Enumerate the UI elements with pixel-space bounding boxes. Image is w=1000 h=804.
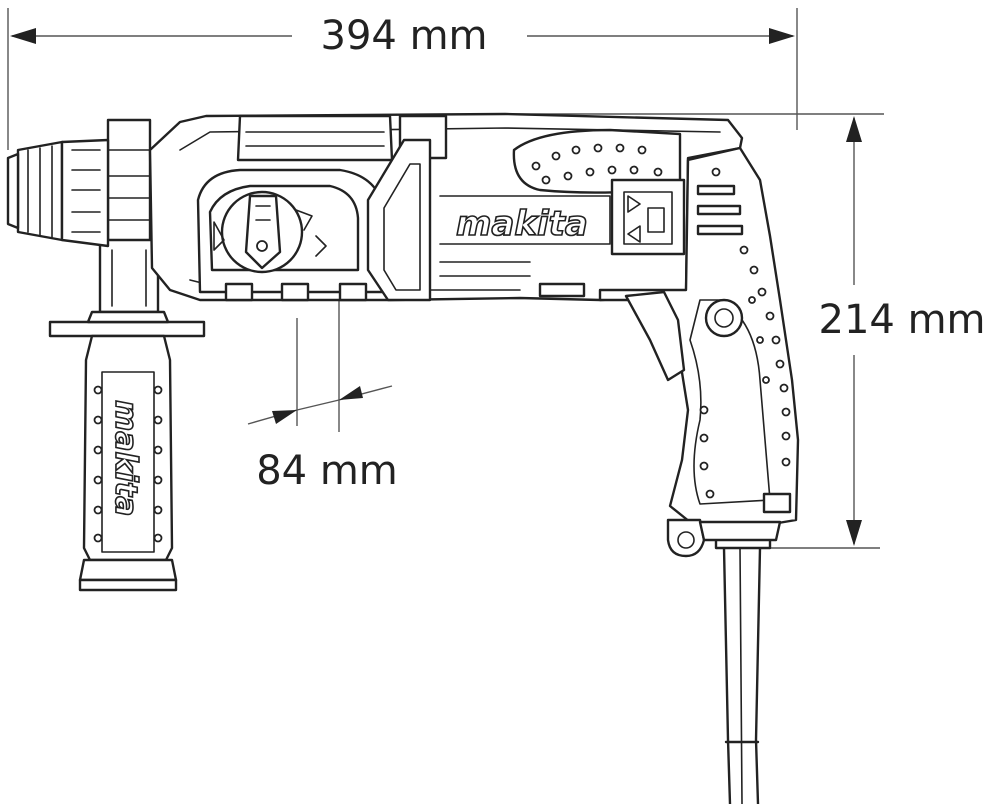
chuck: [6, 138, 110, 248]
offset-label: 84 mm: [256, 448, 398, 494]
arrowhead-icon: [339, 386, 363, 400]
length-label: 394 mm: [321, 13, 488, 59]
arrowhead-icon: [272, 410, 297, 424]
body-brand-logo: makita: [456, 204, 588, 244]
offset-dimension: 84 mm: [247, 262, 398, 494]
grip-brand-logo: makita: [108, 400, 143, 516]
arrowhead-right-icon: [769, 28, 795, 44]
arrowhead-left-icon: [10, 28, 36, 44]
arrowhead-up-icon: [846, 116, 862, 142]
height-label: 214 mm: [819, 297, 986, 343]
side-handle: makita: [48, 118, 206, 592]
height-dimension: 214 mm: [505, 113, 986, 549]
length-dimension: 394 mm: [7, 8, 798, 150]
pistol-grip: [598, 146, 800, 558]
hammer-body: makita: [148, 112, 744, 302]
power-cord: [714, 518, 772, 804]
arrowhead-down-icon: [846, 520, 862, 546]
